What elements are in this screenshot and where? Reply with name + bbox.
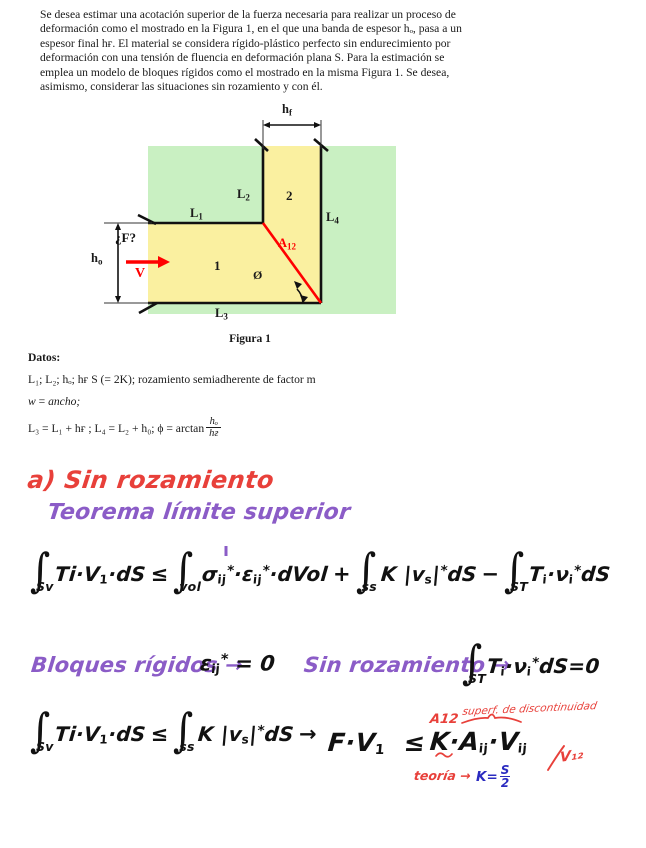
datos-relations: L₃ = L₁ + hғ ; L₄ = L₂ + h₀; ϕ = arctan: [28, 422, 205, 436]
datos-line-2: w = ancho;: [28, 395, 80, 408]
integral-7: ∫ ss: [173, 703, 197, 757]
statement-line: espesor final hғ. El material se conside…: [40, 36, 451, 50]
label-block-1: 1: [214, 258, 221, 273]
operator-leq-1: ≤: [150, 562, 169, 586]
k-equals-label: K=: [476, 768, 498, 785]
integral-2: ∫ vol: [173, 543, 202, 597]
angle-arrow-top: [294, 281, 302, 289]
operator-arrow: →: [299, 722, 317, 746]
angle-arrow-bottom: [300, 295, 308, 303]
operator-minus: −: [481, 562, 499, 586]
k-fraction: S 2: [499, 763, 511, 790]
label-h0: ho: [91, 251, 103, 267]
integral-symbol: ∫: [355, 543, 376, 597]
integrand-7: K |vs|*dS: [197, 722, 296, 747]
integrand-3: K |vs|*dS: [379, 562, 478, 587]
operator-leq-2: ≤: [150, 722, 169, 746]
label-hf: hf: [282, 102, 292, 118]
datos-ancho: ancho;: [48, 395, 81, 408]
statement-line: emplea un modelo de bloques rígidos como…: [40, 65, 450, 79]
handwritten-section-a-title: a) Sin rozamiento: [26, 466, 276, 494]
k-numerator: S: [499, 763, 511, 777]
equation-upper-bound-theorem: ∫ Sv Ti·V1·dS ≤ ∫ vol σij*·εij*·dVol + ∫…: [30, 543, 612, 597]
integrand-6: Ti·V1·dS: [53, 722, 147, 747]
annotation-discontinuity-surface: superf. de discontinuidad: [461, 700, 598, 718]
label-L3: L3: [215, 306, 228, 322]
integral-symbol: ∫: [30, 703, 51, 757]
label-angle-phi: Ø: [253, 268, 263, 282]
label-L4: L4: [326, 210, 339, 226]
annotation-k-value: K= S 2: [476, 763, 511, 790]
datos-w-symbol: w: [28, 395, 36, 408]
handwritten-theorem-title: Teorema límite superior: [46, 500, 352, 525]
statement-line: asimismo, considerar las situaciones sin…: [40, 80, 323, 94]
annotation-V12: V₁₂: [559, 746, 584, 766]
integrand-2: σij*·εij*·dVol: [201, 562, 330, 587]
statement-line: Se desea estimar una acotación superior …: [40, 8, 456, 21]
integral-6: ∫ Sv: [30, 703, 54, 757]
integral-5: ∫ ST: [462, 635, 487, 689]
label-L1: L1: [190, 206, 203, 222]
label-block-2: 2: [286, 188, 293, 203]
fraction-denominator: hғ: [209, 428, 219, 440]
integrand-5: Ti·νi*dS=0: [486, 654, 601, 679]
label-L2: L2: [237, 187, 250, 203]
tick-L1-left: [137, 213, 157, 226]
figure-diagram: [104, 120, 396, 315]
hf-arrow-left: [263, 122, 270, 128]
datos-line-3: L₃ = L₁ + hғ ; L₄ = L₂ + h₀; ϕ = arctan …: [28, 416, 222, 441]
tick-L3-left: [138, 301, 158, 315]
edge-A12-discontinuity: [261, 222, 323, 304]
integral-subscript: ST: [468, 670, 487, 686]
integral-4: ∫ ST: [503, 543, 529, 597]
k-denominator: 2: [500, 776, 510, 790]
ho-arrow-bottom: [115, 296, 121, 303]
integrand-1: Ti·V1·dS: [53, 562, 147, 587]
datos-equals: =: [35, 395, 49, 408]
integral-1: ∫ Sv: [30, 543, 54, 597]
annotation-teoria: teoría →: [412, 768, 472, 783]
block-2-fill: [263, 146, 321, 303]
hf-arrow-right: [314, 122, 321, 128]
figure-caption: Figura 1: [229, 333, 271, 345]
integral-symbol: ∫: [30, 543, 51, 597]
equation-traction-integral-zero: ∫ ST Ti·νi*dS=0: [462, 635, 601, 689]
figure-1: hf ho ¿F? V L1 L2 L3 L4 1 2 A12 Ø: [90, 102, 410, 343]
handwritten-eij-zero: εij* = 0: [198, 651, 276, 677]
integral-symbol: ∫: [462, 635, 483, 689]
label-velocity: V: [135, 266, 146, 281]
fraction-numerator: hₒ: [206, 416, 222, 429]
integral-subscript: Sv: [36, 738, 54, 754]
integral-subscript: ss: [179, 738, 195, 754]
problem-statement: Se desea estimar una acotación superior …: [40, 8, 606, 94]
annotation-A12: A12: [428, 712, 460, 727]
ho-arrow-top: [115, 223, 121, 230]
integral-symbol: ∫: [503, 543, 525, 597]
tick-L2-top: [254, 138, 269, 152]
integral-subscript: vol: [179, 578, 202, 594]
final-force-lhs: F·V1 ≤: [326, 728, 427, 758]
datos-line-1: L₁; L₂; hₒ; hғ S (= 2K); rozamiento semi…: [28, 373, 316, 386]
integral-subscript: Sv: [36, 578, 54, 594]
equation-final-bound: ∫ Sv Ti·V1·dS ≤ ∫ ss K |vs|*dS →: [30, 703, 322, 757]
integral-subscript: ST: [509, 578, 529, 594]
arctan-fraction: hₒ hғ: [206, 416, 222, 440]
statement-line: deformación con una tensión de fluencia …: [40, 51, 445, 65]
integral-symbol: ∫: [173, 543, 194, 597]
velocity-arrow-head: [158, 256, 170, 268]
integrand-4: Ti·νi*dS: [528, 562, 612, 587]
operator-plus: +: [332, 562, 351, 586]
label-A12: A12: [278, 236, 297, 252]
integral-3: ∫ ss: [355, 543, 380, 597]
integral-subscript: ss: [361, 578, 378, 594]
integral-symbol: ∫: [173, 703, 194, 757]
final-force-rhs: K·Aij·Vij: [428, 727, 528, 756]
datos-heading: Datos:: [28, 351, 61, 364]
label-force: ¿F?: [115, 230, 136, 245]
statement-line: deformación como el mostrado en la Figur…: [40, 22, 462, 36]
